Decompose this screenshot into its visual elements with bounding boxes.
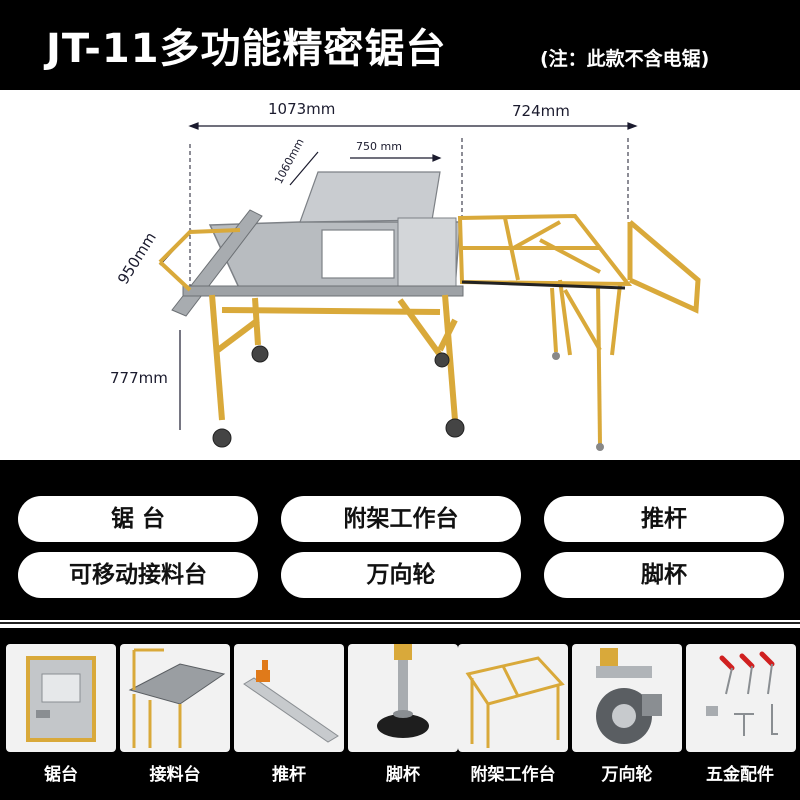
thumb-label-foot-cup: 脚杯 xyxy=(386,765,420,785)
thumb-label-receiving-table: 接料台 xyxy=(149,765,201,785)
part-pill-receiving-table: 可移动接料台 xyxy=(18,552,258,598)
product-image: 1073mm 724mm 750 mm 1060mm 950mm 777mm xyxy=(0,90,800,460)
thumb-aux-frame xyxy=(458,644,568,752)
dim-total-width: 1073mm xyxy=(268,100,336,118)
thumb-label-hardware: 五金配件 xyxy=(706,765,774,785)
part-pill-foot-cup: 脚杯 xyxy=(544,552,784,598)
thumb-label-push-rod: 推杆 xyxy=(272,765,306,785)
page-title: JT-11多功能精密锯台 xyxy=(46,26,447,72)
header-bar: JT-11多功能精密锯台 (注：此款不含电锯) xyxy=(0,0,800,90)
receiving-table-icon xyxy=(128,648,226,748)
dim-top-width: 750 mm xyxy=(356,140,402,153)
section-divider xyxy=(0,620,800,628)
part-pill-aux-workbench: 附架工作台 xyxy=(281,496,521,542)
part-pill-saw-table: 锯 台 xyxy=(18,496,258,542)
thumb-hardware xyxy=(686,644,796,752)
thumb-saw-table xyxy=(6,644,116,752)
part-pill-push-rod: 推杆 xyxy=(544,496,784,542)
thumb-foot-cup xyxy=(348,644,458,752)
hardware-parts-icon xyxy=(706,651,778,736)
thumb-label-caster: 万向轮 xyxy=(601,765,653,785)
parts-section: 锯 台 附架工作台 推杆 可移动接料台 万向轮 脚杯 xyxy=(0,460,800,620)
saw-table-icon xyxy=(26,656,96,742)
header-note: (注：此款不含电锯) xyxy=(540,48,710,70)
part-pill-caster: 万向轮 xyxy=(281,552,521,598)
divider-line xyxy=(0,622,800,624)
caster-wheel-icon xyxy=(596,648,662,744)
push-rod-icon xyxy=(243,660,339,743)
thumb-caster xyxy=(572,644,682,752)
dim-height: 777mm xyxy=(110,369,168,387)
thumb-receiving-table xyxy=(120,644,230,752)
dim-extension-width: 724mm xyxy=(512,102,570,120)
leveling-foot-icon xyxy=(377,644,429,738)
saw-table-illustration xyxy=(158,122,701,451)
thumb-label-aux-frame: 附架工作台 xyxy=(470,765,556,785)
thumbnail-strip: 锯台 接料台 推杆 脚杯 xyxy=(0,628,800,800)
auxiliary-frame-icon xyxy=(465,656,565,748)
thumb-push-rod xyxy=(234,644,344,752)
thumb-label-saw-table: 锯台 xyxy=(44,765,78,785)
